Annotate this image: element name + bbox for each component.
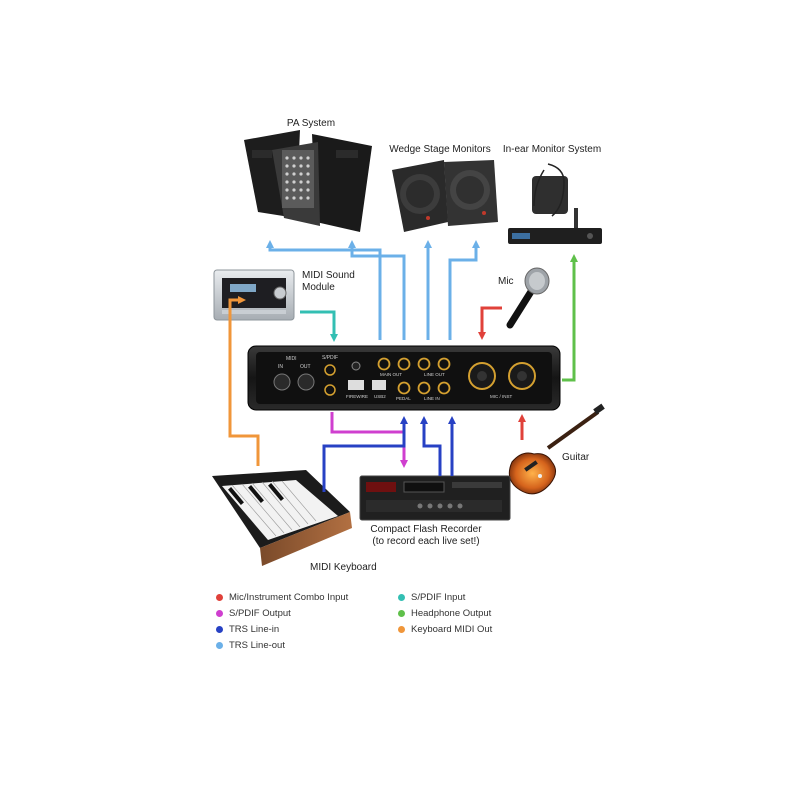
- wire-keyboard-line-in: [322, 416, 408, 492]
- pa-system-label: PA System: [286, 118, 336, 129]
- wire-spdif-in: [300, 310, 338, 342]
- midi-keyboard-device: [212, 470, 352, 566]
- panel-firewire-label: FIREWIRE: [346, 394, 368, 399]
- wire-main-out-to-pa-right: [348, 240, 406, 340]
- panel-out-label: OUT: [300, 364, 311, 370]
- legend-dot-icon: [398, 609, 405, 617]
- pa-system-device: [244, 130, 372, 232]
- main-out-jack-l: [377, 357, 391, 371]
- panel-main-out-label: MAIN OUT: [380, 372, 402, 377]
- pa-mixer-knobs: [285, 156, 310, 200]
- legend-dot-icon: [216, 641, 223, 649]
- line-in-jack-3: [437, 381, 451, 395]
- compact-flash-recorder-device: [359, 475, 511, 521]
- midi-sound-module-device: [213, 269, 295, 321]
- orange-arrowhead: [238, 296, 246, 304]
- usb-port: [372, 380, 386, 390]
- audio-interface: [247, 345, 561, 411]
- wedge-monitors-device: [392, 160, 498, 232]
- midi-in-port: [273, 373, 291, 391]
- panel-midi-label: MIDI: [286, 356, 297, 362]
- panel-mic-inst-label: MIC / INST: [490, 394, 513, 399]
- panel-pedal-label: PEDAL: [396, 396, 411, 401]
- wire-main-out-to-pa-left: [266, 240, 382, 340]
- wire-headphone-out: [562, 254, 578, 382]
- wire-mic-input: [478, 306, 502, 340]
- legend-dot-icon: [216, 609, 223, 617]
- pedal-jack: [397, 381, 411, 395]
- line-in-jack-4: [417, 381, 431, 395]
- recorder-label-line2: (to record each live set!): [372, 536, 480, 547]
- legend-item-headphone-output: Headphone Output: [398, 608, 491, 620]
- legend-dot-icon: [216, 593, 223, 601]
- panel-spdif-label: S/PDIF: [322, 355, 339, 361]
- midi-keyboard-label: MIDI Keyboard: [310, 562, 377, 573]
- wire-line-out-to-wedge-right: [448, 240, 480, 340]
- keyboard-keys: [222, 480, 338, 540]
- panel-line-in-label: LINE IN: [424, 396, 440, 401]
- pa-speaker-right: [312, 134, 372, 232]
- legend-item-spdif-input: S/PDIF Input: [398, 592, 465, 604]
- recorder-label-line1: Compact Flash Recorder: [370, 524, 482, 535]
- spdif-in-port: [324, 364, 336, 376]
- panel-line-out-label: LINE OUT: [424, 372, 445, 377]
- line-out-jack-3: [437, 357, 451, 371]
- legend-item-keyboard-midi-out: Keyboard MIDI Out: [398, 624, 492, 636]
- in-ear-monitor-label: In-ear Monitor System: [502, 144, 602, 155]
- legend-item-trs-line-in: TRS Line-in: [216, 624, 279, 636]
- guitar-device: [508, 403, 605, 495]
- wire-keyboard-midi-out: [228, 298, 260, 466]
- firewire-port: [348, 380, 364, 390]
- legend-item-spdif-output: S/PDIF Output: [216, 608, 291, 620]
- wire-spdif-out: [330, 412, 408, 468]
- wedge-monitors-label: Wedge Stage Monitors: [389, 144, 491, 155]
- in-ear-transmitter: [508, 228, 602, 244]
- panel-in-label: IN: [278, 364, 283, 370]
- midi-sound-module-label-line1: MIDI Sound: [302, 270, 355, 281]
- main-out-jack-r: [397, 357, 411, 371]
- line-out-jack-4: [417, 357, 431, 371]
- mic-device: [506, 267, 550, 329]
- legend-dot-icon: [216, 625, 223, 633]
- beltpack: [532, 176, 568, 214]
- legend-dot-icon: [398, 593, 405, 601]
- midi-sound-module-label-line2: Module: [302, 282, 335, 293]
- legend-item-mic-instrument: Mic/Instrument Combo Input: [216, 592, 348, 604]
- keyboard-wood-side: [260, 512, 352, 566]
- wire-line-in-from-recorder: [420, 416, 442, 476]
- legend-item-trs-line-out: TRS Line-out: [216, 640, 285, 652]
- midi-out-port: [297, 373, 315, 391]
- in-ear-monitor-device: [508, 163, 602, 244]
- mic-label: Mic: [498, 276, 514, 287]
- panel-usb-label: USB2: [374, 394, 386, 399]
- spdif-out-port: [324, 384, 336, 396]
- legend-dot-icon: [398, 625, 405, 633]
- legend: Mic/Instrument Combo Input S/PDIF Output…: [216, 592, 516, 658]
- guitar-label: Guitar: [562, 452, 590, 463]
